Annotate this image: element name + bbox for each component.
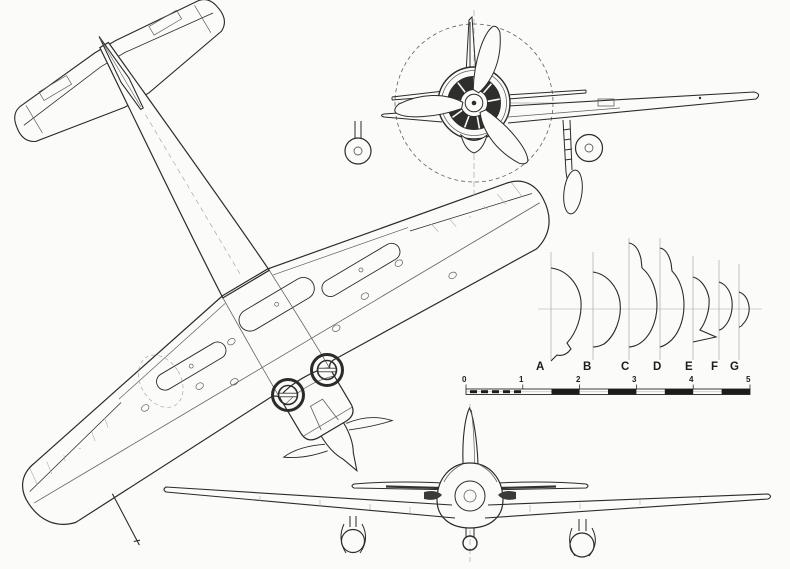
rear-tailwheel (462, 528, 478, 551)
plan-bottom-view (14, 0, 550, 546)
front-wings (380, 91, 760, 124)
scale-tick-5: 5 (746, 375, 751, 384)
rear-view (163, 404, 772, 562)
section-label-d: D (653, 361, 662, 373)
front-fin (465, 15, 477, 75)
front-landing-gear-right (562, 119, 604, 215)
engine-cowling (279, 367, 394, 473)
scale-tick-0: 0 (462, 375, 467, 384)
rear-fin (462, 406, 479, 465)
rear-landing-gear-right (569, 519, 596, 558)
rear-fuselage-circle (424, 462, 516, 529)
scale-tick-2: 2 (576, 375, 581, 384)
main-wheels-plan (271, 353, 344, 412)
section-label-f: F (711, 361, 719, 373)
scale-tick-4: 4 (689, 375, 694, 384)
rear-landing-gear-left (340, 516, 366, 554)
fuselage-cross-sections (538, 238, 762, 362)
tailplane (14, 0, 225, 143)
front-view (344, 10, 760, 215)
scale-tick-1: 1 (519, 375, 524, 384)
section-label-g: G (730, 361, 739, 373)
scale-bar (465, 384, 751, 395)
scale-tick-3: 3 (632, 375, 637, 384)
propeller (394, 25, 529, 165)
rear-wings (163, 486, 772, 519)
section-label-b: B (583, 361, 592, 373)
section-label-e: E (685, 361, 693, 373)
front-landing-gear-left (344, 121, 372, 165)
pitot-tube (111, 493, 141, 546)
spinner (320, 422, 358, 473)
section-label-c: C (621, 361, 630, 373)
section-label-a: A (536, 361, 545, 373)
